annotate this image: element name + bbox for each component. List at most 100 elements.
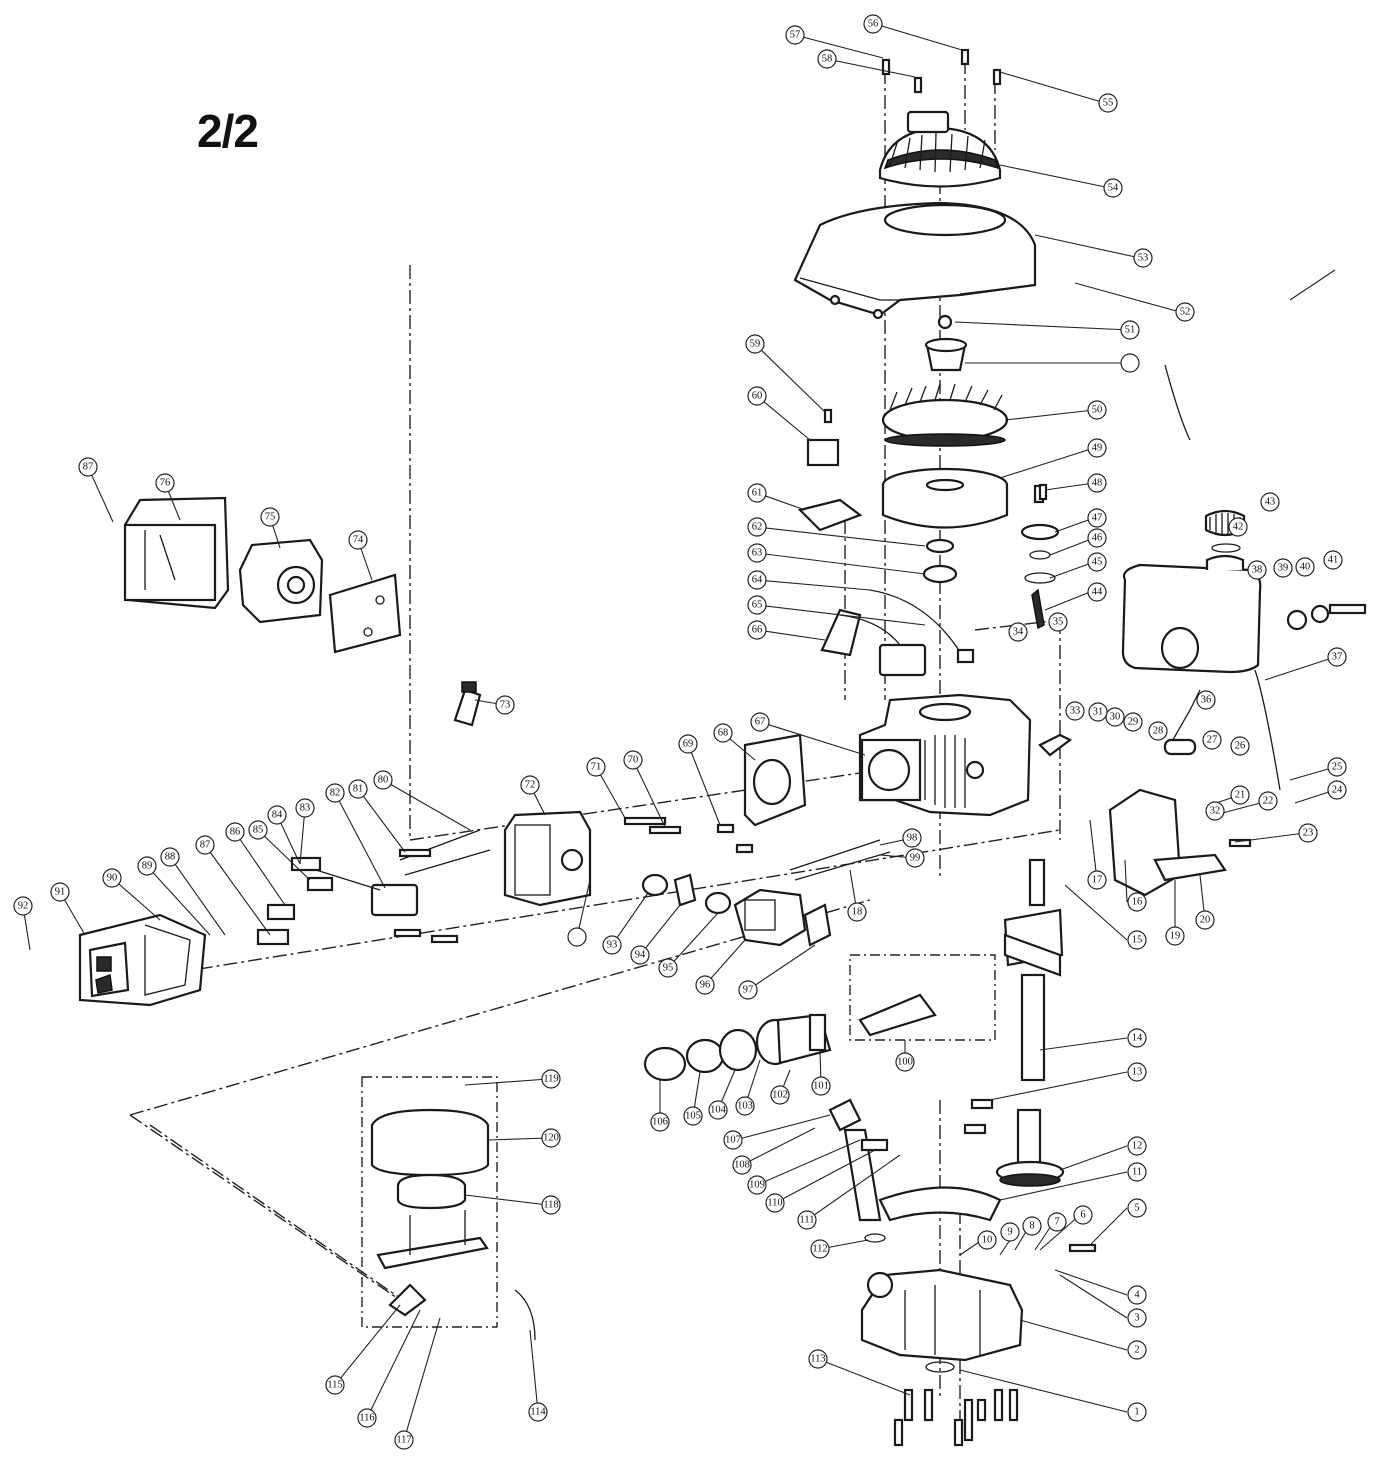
- svg-text:17: 17: [1092, 875, 1103, 886]
- callout: 29: [1123, 712, 1143, 732]
- callout: 55: [1098, 93, 1118, 113]
- callout: 10: [977, 1230, 997, 1250]
- recoil-starter: [878, 110, 1002, 188]
- callout: 75: [260, 507, 280, 527]
- svg-text:108: 108: [734, 1160, 750, 1171]
- callout: 31: [1088, 702, 1108, 722]
- crankcase: [860, 1186, 1024, 1373]
- callout: 36: [1196, 690, 1216, 710]
- callout: 5: [1127, 1198, 1147, 1218]
- svg-text:104: 104: [710, 1105, 727, 1116]
- svg-text:14: 14: [1132, 1033, 1143, 1044]
- svg-text:80: 80: [378, 775, 389, 786]
- svg-text:65: 65: [752, 600, 763, 611]
- callout: 110: [765, 1193, 785, 1213]
- page-title: 2/2: [197, 105, 259, 157]
- callout: 62: [747, 517, 767, 537]
- callout: 50: [1087, 400, 1107, 420]
- callout: 76: [155, 473, 175, 493]
- svg-text:12: 12: [1132, 1141, 1143, 1152]
- callout: 52: [1175, 302, 1195, 322]
- callout: 93: [602, 935, 622, 955]
- leader-lines: [22, 23, 1336, 1441]
- callout: 66: [747, 620, 767, 640]
- svg-text:32: 32: [1210, 806, 1221, 817]
- svg-text:7: 7: [1054, 1217, 1059, 1228]
- svg-text:34: 34: [1013, 627, 1024, 638]
- svg-text:96: 96: [700, 980, 711, 991]
- callout: 48: [1087, 473, 1107, 493]
- svg-text:33: 33: [1070, 706, 1081, 717]
- air-filter: [361, 1076, 536, 1341]
- svg-text:76: 76: [160, 478, 171, 489]
- svg-text:114: 114: [530, 1407, 546, 1418]
- svg-text:117: 117: [396, 1435, 411, 1446]
- callout: 113: [808, 1349, 828, 1369]
- svg-text:57: 57: [790, 30, 801, 41]
- callout: 87: [78, 457, 98, 477]
- svg-text:87: 87: [83, 462, 94, 473]
- callout: 82: [325, 783, 345, 803]
- svg-text:4: 4: [1134, 1290, 1140, 1301]
- callout: 6: [1073, 1205, 1093, 1225]
- callout: 104: [708, 1100, 728, 1120]
- svg-text:46: 46: [1092, 533, 1103, 544]
- svg-text:61: 61: [752, 488, 763, 499]
- svg-text:113: 113: [810, 1354, 825, 1365]
- callout: 33: [1065, 701, 1085, 721]
- callout: 59: [745, 334, 765, 354]
- flywheel: [881, 467, 1009, 529]
- svg-text:10: 10: [982, 1235, 993, 1246]
- callout: 39: [1273, 558, 1293, 578]
- callout: 84: [267, 805, 287, 825]
- callout: 69: [678, 734, 698, 754]
- callout: [1120, 353, 1140, 373]
- callout: 20: [1195, 910, 1215, 930]
- svg-text:105: 105: [685, 1111, 701, 1122]
- svg-text:71: 71: [591, 762, 602, 773]
- callout: 116: [357, 1408, 377, 1428]
- cooling-fan: [881, 383, 1009, 447]
- svg-text:109: 109: [749, 1180, 765, 1191]
- callout: 88: [160, 847, 180, 867]
- svg-text:40: 40: [1300, 562, 1311, 573]
- callout: 41: [1323, 550, 1343, 570]
- svg-text:29: 29: [1128, 717, 1139, 728]
- throttle-controls: [1038, 364, 1281, 897]
- svg-text:15: 15: [1132, 935, 1143, 946]
- svg-text:24: 24: [1332, 785, 1343, 796]
- svg-text:21: 21: [1235, 790, 1246, 801]
- svg-text:101: 101: [813, 1081, 829, 1092]
- callout: 57: [785, 25, 805, 45]
- callout: 72: [520, 775, 540, 795]
- svg-text:3: 3: [1134, 1313, 1139, 1324]
- oil-fill: [828, 1098, 889, 1243]
- svg-text:30: 30: [1110, 712, 1121, 723]
- callout: 25: [1327, 757, 1347, 777]
- svg-text:72: 72: [525, 780, 536, 791]
- callout: 102: [770, 1085, 790, 1105]
- svg-text:25: 25: [1332, 762, 1343, 773]
- svg-text:52: 52: [1180, 307, 1191, 318]
- ignition-parts: [797, 438, 975, 677]
- intake-manifold: [643, 954, 996, 1082]
- callout: [567, 927, 587, 947]
- svg-text:13: 13: [1132, 1067, 1143, 1078]
- svg-text:92: 92: [18, 901, 29, 912]
- callout: 14: [1127, 1028, 1147, 1048]
- callout: 80: [373, 770, 393, 790]
- callout: 54: [1103, 178, 1123, 198]
- svg-text:75: 75: [265, 512, 276, 523]
- svg-text:110: 110: [767, 1198, 782, 1209]
- callout: 85: [248, 820, 268, 840]
- callout: 30: [1105, 707, 1125, 727]
- svg-text:94: 94: [635, 950, 646, 961]
- svg-text:93: 93: [607, 940, 618, 951]
- callout: 58: [817, 49, 837, 69]
- svg-text:9: 9: [1007, 1227, 1012, 1238]
- callout: 91: [50, 882, 70, 902]
- callout: 89: [137, 856, 157, 876]
- svg-text:39: 39: [1278, 563, 1289, 574]
- callout: 92: [13, 896, 33, 916]
- cylinder-head: [503, 810, 592, 907]
